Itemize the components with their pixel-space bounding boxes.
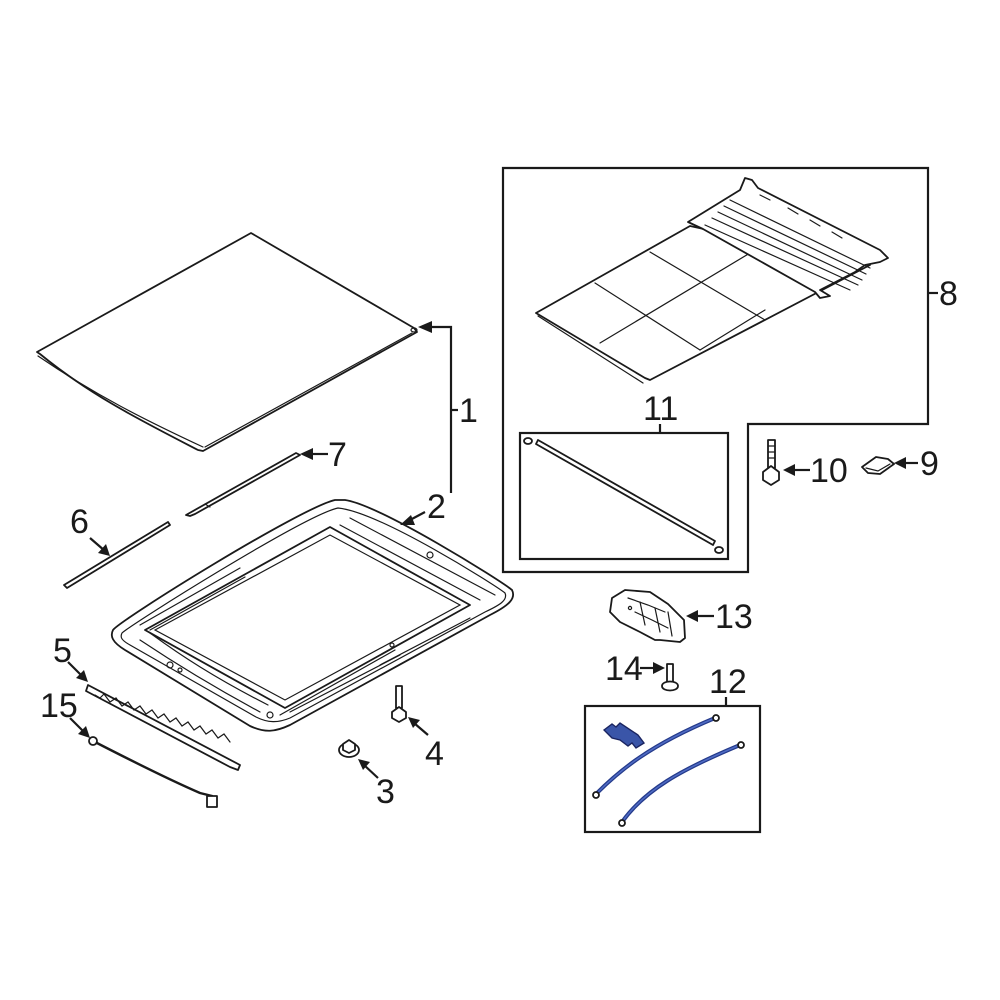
callout-7: 7 bbox=[300, 436, 347, 474]
shade-guide-rail-box[interactable] bbox=[518, 431, 730, 561]
callout-label-6: 6 bbox=[70, 503, 89, 541]
callout-label-1: 1 bbox=[459, 392, 478, 430]
callout-label-5: 5 bbox=[53, 632, 72, 670]
callout-9: 9 bbox=[894, 445, 939, 483]
callout-5: 5 bbox=[53, 632, 88, 682]
callout-13: 13 bbox=[686, 598, 753, 636]
callout-label-10: 10 bbox=[810, 452, 848, 490]
glass-panel[interactable] bbox=[36, 232, 418, 452]
sunroof-motor[interactable] bbox=[609, 589, 686, 643]
shade-clip[interactable] bbox=[861, 456, 895, 475]
wire-harness[interactable] bbox=[88, 736, 218, 808]
frame-bolt[interactable] bbox=[391, 685, 407, 723]
callout-label-2: 2 bbox=[427, 488, 446, 526]
callout-8: 8 bbox=[928, 275, 958, 313]
callout-label-4: 4 bbox=[425, 735, 444, 773]
callout-label-3: 3 bbox=[376, 773, 395, 811]
side-weatherstrip-left[interactable] bbox=[63, 521, 171, 589]
callout-11: 11 bbox=[643, 390, 678, 433]
callout-label-14: 14 bbox=[605, 650, 643, 688]
callout-label-8: 8 bbox=[939, 275, 958, 313]
shade-bolt[interactable] bbox=[762, 439, 780, 486]
callout-label-15: 15 bbox=[40, 687, 78, 725]
callout-12: 12 bbox=[709, 663, 747, 706]
motor-screw[interactable] bbox=[661, 663, 679, 692]
callout-6: 6 bbox=[70, 503, 110, 556]
drain-seal-strip[interactable] bbox=[85, 684, 241, 771]
callout-14: 14 bbox=[605, 650, 665, 688]
callout-label-13: 13 bbox=[715, 598, 753, 636]
callout-4: 4 bbox=[408, 717, 444, 773]
callout-label-7: 7 bbox=[328, 436, 347, 474]
callout-label-9: 9 bbox=[920, 445, 939, 483]
callout-3: 3 bbox=[358, 759, 395, 811]
callout-label-12: 12 bbox=[709, 663, 747, 701]
callout-label-11: 11 bbox=[643, 390, 678, 428]
callout-1: 1 bbox=[418, 321, 478, 493]
callout-10: 10 bbox=[783, 452, 848, 490]
sunroof-frame[interactable] bbox=[110, 499, 514, 732]
flange-nut[interactable] bbox=[338, 739, 360, 758]
side-weatherstrip-right[interactable] bbox=[185, 452, 301, 517]
drive-cable-kit-box[interactable] bbox=[583, 704, 762, 834]
callout-2: 2 bbox=[400, 488, 446, 526]
callout-15: 15 bbox=[40, 687, 90, 738]
